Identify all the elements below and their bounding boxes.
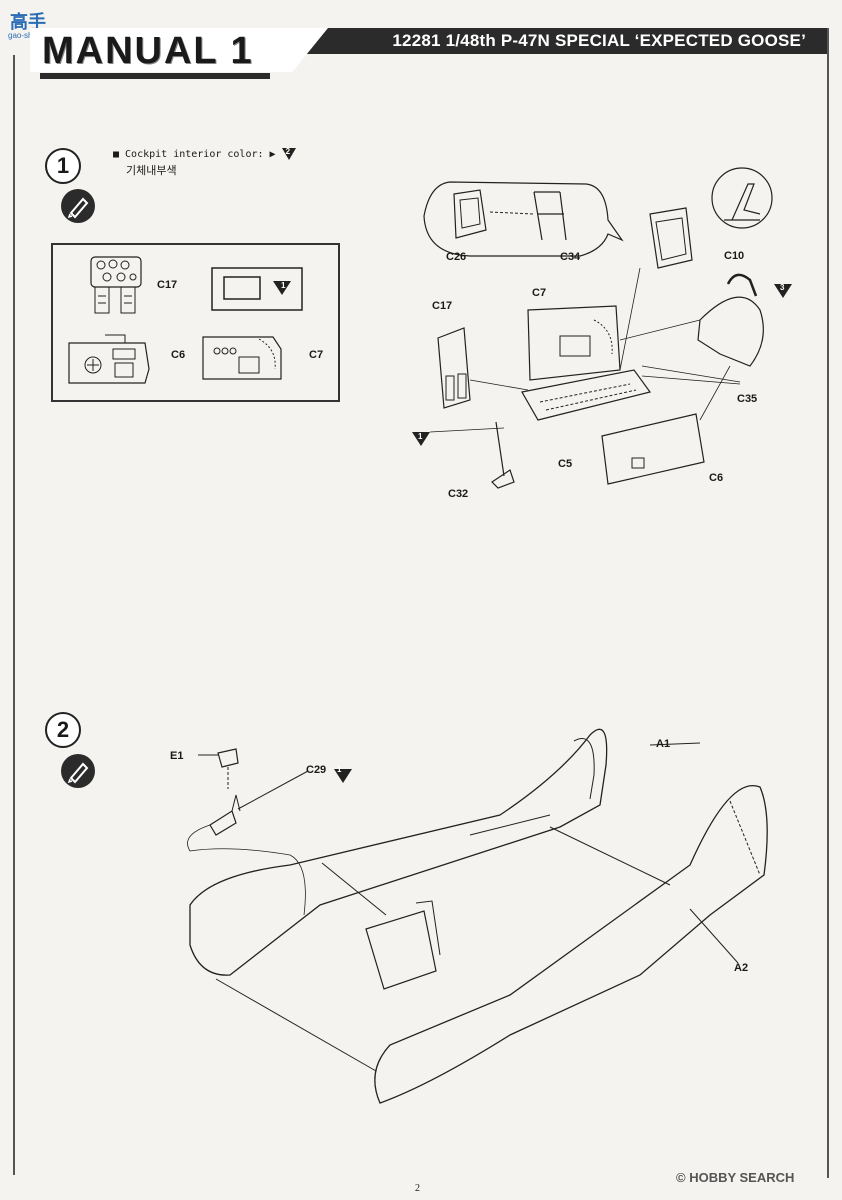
callout-c29: C29: [306, 764, 327, 776]
callout-c17: C17: [432, 300, 453, 312]
callout-c6: C6: [709, 472, 724, 484]
callout-c10-badge: 3: [780, 283, 785, 292]
cockpit-color-note: ■ Cockpit interior color: ▶ 2: [113, 147, 296, 160]
header: 12281 1/48th P-47N SPECIAL ‘EXPECTED GOO…: [0, 28, 842, 84]
color-triangle-icon: 2: [281, 147, 296, 160]
callout-a1: A1: [656, 738, 671, 750]
glue-icon-glyph: [67, 762, 89, 784]
fuselage-assembly-diagram: [187, 728, 768, 1104]
manual-title: MANUAL 1: [42, 30, 254, 72]
part-c17-drawing: [90, 256, 142, 314]
cockpit-color-note-kr: 기체내부색: [126, 164, 177, 177]
callout-a2: A2: [734, 962, 749, 974]
glue-icon-glyph: [67, 197, 89, 219]
glue-icon: [61, 189, 95, 223]
frame-right-line: [827, 28, 829, 1178]
part-legend-box: C17 1 C6 C7: [51, 243, 340, 402]
part-c7-drawing: [202, 336, 282, 380]
cockpit-assembly-diagram: [412, 167, 792, 489]
legend-badge: 1: [281, 281, 286, 290]
color-swatch-box: [211, 267, 303, 311]
step-1-marker: 1: [45, 148, 81, 184]
callout-c26: C26: [446, 251, 467, 263]
callout-c10: C10: [724, 250, 745, 262]
hobby-search-watermark: © HOBBY SEARCH: [676, 1170, 795, 1185]
cockpit-color-note-text: ■ Cockpit interior color: ▶: [113, 149, 276, 160]
callout-c32: C32: [448, 488, 469, 500]
step-2-marker: 2: [45, 712, 81, 748]
page-number: 2: [415, 1183, 420, 1194]
manual-tab: [30, 28, 328, 72]
legend-label-c6: C6: [171, 349, 186, 361]
callout-e1: E1: [170, 750, 184, 762]
legend-label-c17: C17: [157, 279, 178, 291]
header-dark-bar: 12281 1/48th P-47N SPECIAL ‘EXPECTED GOO…: [300, 28, 828, 54]
legend-label-c7: C7: [309, 349, 324, 361]
callout-c34: C34: [560, 251, 581, 263]
callout-c5: C5: [558, 458, 573, 470]
callout-c35: C35: [737, 393, 758, 405]
callout-c29-badge: 1: [337, 765, 342, 774]
frame-left-line: [13, 55, 15, 1175]
color-badge-2: 2: [285, 147, 291, 156]
part-c6-drawing: [68, 334, 150, 384]
callout-c7: C7: [532, 287, 547, 299]
product-title: 12281 1/48th P-47N SPECIAL ‘EXPECTED GOO…: [392, 31, 806, 50]
manual-underline: [40, 73, 270, 79]
callout-c32-badge: 1: [418, 432, 423, 441]
glue-icon: [61, 754, 95, 788]
site-logo-text: 高手: [10, 12, 46, 32]
